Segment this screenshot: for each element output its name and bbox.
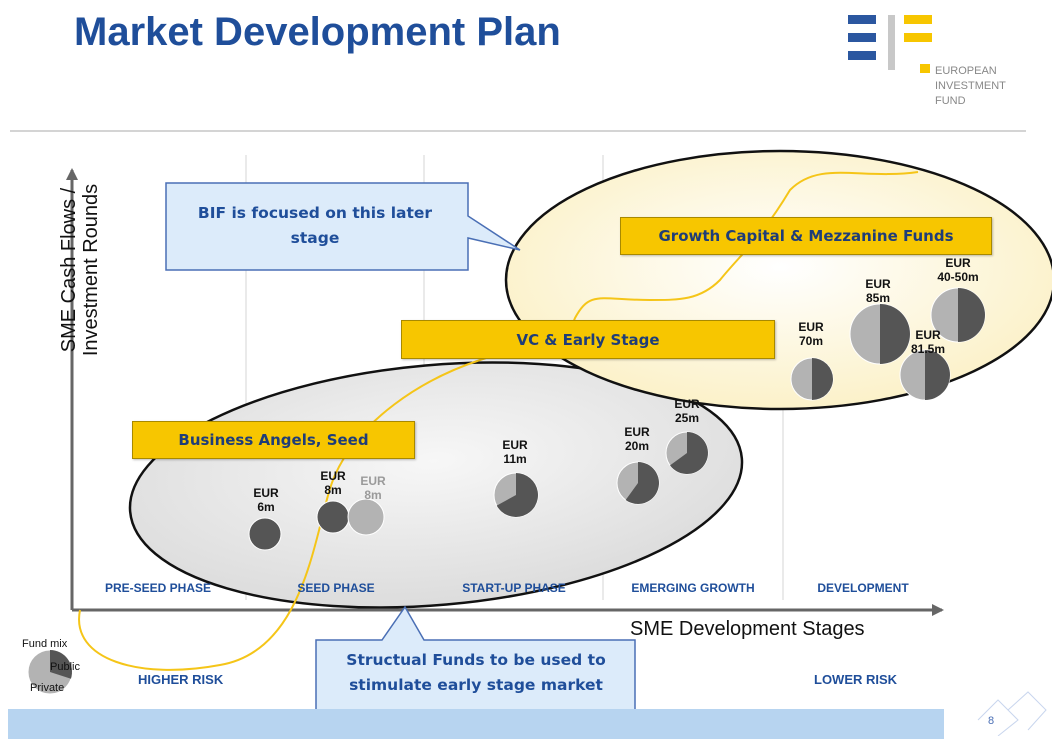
page-corner-decoration — [977, 691, 1047, 736]
fund-mix-private-label: Private — [30, 682, 65, 694]
phase-label-pre-seed: PRE-SEED PHASE — [104, 581, 212, 595]
fund-pie — [347, 498, 385, 536]
fund-mix-public-label: Public — [50, 661, 80, 673]
logo-text: EUROPEAN INVESTMENT FUND — [935, 65, 1006, 107]
fund-pie — [930, 287, 986, 343]
phase-label-start-up: START-UP PHASE — [462, 581, 566, 595]
footer-bar — [8, 709, 944, 739]
fund-mix-pie — [27, 649, 73, 695]
fund-mix-legend-pie — [27, 649, 73, 695]
fund-pie — [899, 349, 951, 401]
page-number: 8 — [988, 715, 995, 727]
phase-label-development: DEVELOPMENT — [817, 581, 909, 595]
structural-callout-text: Structual Funds to be used to stimulate … — [346, 651, 606, 694]
lower-risk-label: LOWER RISK — [814, 672, 898, 687]
fund-pie — [665, 431, 709, 475]
header-divider — [10, 130, 1026, 132]
y-axis-title: SME Cash Flows / Investment Rounds — [58, 183, 102, 357]
bif-callout-text: BIF is focused on this later stage — [197, 204, 433, 247]
fund-pie — [493, 472, 539, 518]
fund-pie — [248, 517, 282, 551]
bif-callout-shape — [165, 182, 521, 271]
stage-box-vc-early-stage: VC & Early Stage — [401, 320, 775, 359]
eif-logo — [848, 15, 932, 73]
fund-pie — [316, 500, 350, 534]
fund-mix-title: Fund mix — [22, 638, 68, 650]
x-axis-title: SME Development Stages — [630, 618, 865, 640]
phase-label-emerging-growth: EMERGING GROWTH — [631, 581, 755, 595]
page-title: Market Development Plan — [74, 10, 561, 54]
phase-label-seed: SEED PHASE — [297, 581, 375, 595]
fund-pie — [790, 357, 834, 401]
fund-pies — [248, 287, 986, 551]
stage-box-business-angels-seed: Business Angels, Seed — [132, 421, 415, 459]
fund-pie — [849, 303, 911, 365]
higher-risk-label: HIGHER RISK — [138, 672, 224, 687]
stage-box-growth-capital-mezzanine: Growth Capital & Mezzanine Funds — [620, 217, 992, 255]
fund-pie — [616, 461, 660, 505]
